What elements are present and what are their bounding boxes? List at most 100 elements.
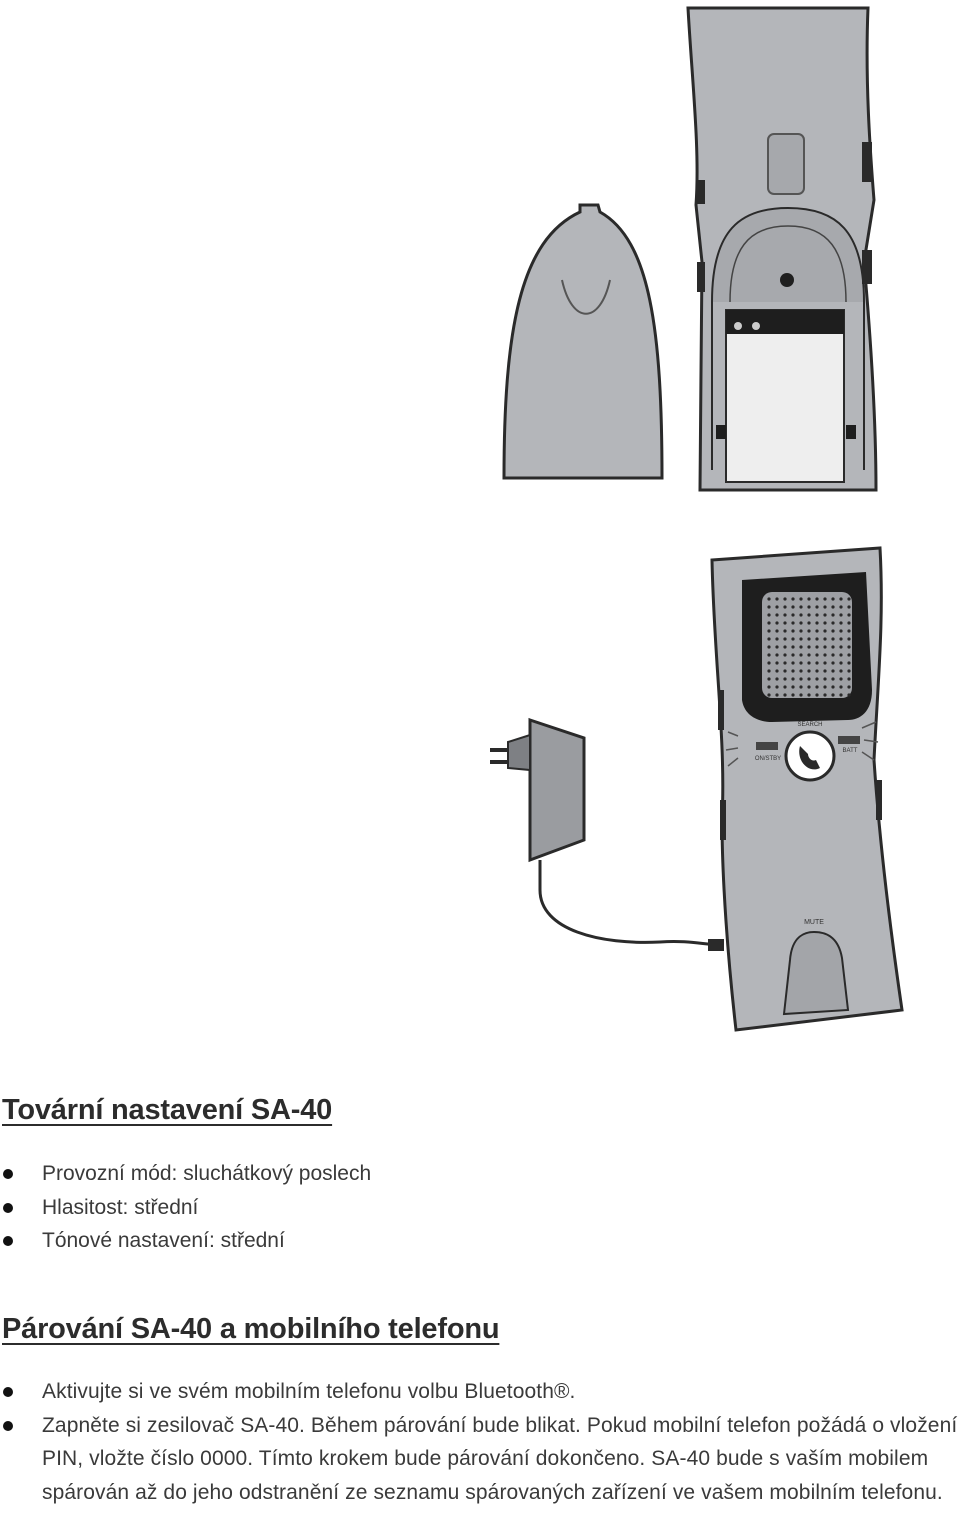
- list-item: Tónové nastavení: střední: [0, 1224, 958, 1258]
- grille-dot: [783, 693, 787, 697]
- grille-dot: [847, 629, 851, 633]
- grille-dot: [823, 637, 827, 641]
- grille-dot: [823, 653, 827, 657]
- grille-dot: [799, 669, 803, 673]
- grille-dot: [783, 597, 787, 601]
- grille-dot: [823, 693, 827, 697]
- grille-dot: [775, 597, 779, 601]
- grille-dot: [791, 613, 795, 617]
- grille-dot: [831, 645, 835, 649]
- grille-dot: [847, 637, 851, 641]
- grille-dot: [791, 605, 795, 609]
- bullet-icon: [3, 1236, 13, 1246]
- grille-dot: [791, 653, 795, 657]
- grille-dot: [807, 621, 811, 625]
- grille-dot: [767, 661, 771, 665]
- device-back-icon: [686, 6, 878, 492]
- grille-dot: [807, 613, 811, 617]
- grille-dot: [823, 645, 827, 649]
- grille-dot: [775, 605, 779, 609]
- grille-dot: [839, 653, 843, 657]
- power-adapter-icon: [490, 717, 724, 951]
- led-left-label: ON/STBY: [755, 756, 781, 762]
- grille-dot: [839, 677, 843, 681]
- grille-dot: [815, 669, 819, 673]
- grille-dot: [767, 685, 771, 689]
- grille-dot: [791, 629, 795, 633]
- grille-dot: [783, 653, 787, 657]
- grille-dot: [815, 653, 819, 657]
- grille-dot: [847, 597, 851, 601]
- grille-dot: [783, 661, 787, 665]
- grille-dot: [823, 629, 827, 633]
- grille-dot: [775, 613, 779, 617]
- grille-dot: [847, 669, 851, 673]
- grille-dot: [847, 685, 851, 689]
- grille-dot: [791, 621, 795, 625]
- grille-dot: [767, 597, 771, 601]
- grille-dot: [823, 669, 827, 673]
- list-item-text: Aktivujte si ve svém mobilním telefonu v…: [42, 1380, 576, 1403]
- grille-dot: [783, 621, 787, 625]
- speaker-label: SEARCH: [797, 722, 822, 728]
- grille-dot: [775, 637, 779, 641]
- grille-dot: [807, 629, 811, 633]
- grille-dot: [775, 653, 779, 657]
- grille-dot: [783, 637, 787, 641]
- grille-dot: [791, 661, 795, 665]
- list-item: Zapněte si zesilovač SA-40. Během párová…: [0, 1409, 958, 1510]
- grille-dot: [799, 661, 803, 665]
- grille-dot: [839, 637, 843, 641]
- grille-dot: [815, 629, 819, 633]
- grille-dot: [815, 613, 819, 617]
- grille-dot: [783, 685, 787, 689]
- grille-dot: [767, 637, 771, 641]
- grille-dot: [767, 621, 771, 625]
- grille-dot: [815, 693, 819, 697]
- grille-dot: [791, 685, 795, 689]
- grille-dot: [799, 613, 803, 617]
- grille-dot: [791, 677, 795, 681]
- bullet-icon: [3, 1202, 13, 1213]
- grille-dot: [807, 693, 811, 697]
- grille-dot: [823, 597, 827, 601]
- grille-dot: [807, 597, 811, 601]
- pairing-steps-list: Aktivujte si ve svém mobilním telefonu v…: [0, 1375, 958, 1509]
- grille-dot: [815, 597, 819, 601]
- bullet-icon: [3, 1169, 13, 1179]
- grille-dot: [847, 613, 851, 617]
- grille-dot: [799, 597, 803, 601]
- grille-dot: [783, 669, 787, 673]
- grille-dot: [799, 637, 803, 641]
- grille-dot: [831, 597, 835, 601]
- battery-cover-icon: [502, 203, 664, 480]
- grille-dot: [839, 645, 843, 649]
- grille-dot: [831, 613, 835, 617]
- grille-dot: [775, 669, 779, 673]
- grille-dot: [775, 693, 779, 697]
- grille-dot: [823, 661, 827, 665]
- grille-dot: [807, 661, 811, 665]
- grille-dot: [791, 637, 795, 641]
- grille-dot: [847, 677, 851, 681]
- grille-dot: [839, 605, 843, 609]
- grille-dot: [823, 677, 827, 681]
- grille-dot: [847, 693, 851, 697]
- pairing-heading: Párování SA-40 a mobilního telefonu: [2, 1313, 500, 1345]
- grille-dot: [791, 693, 795, 697]
- grille-dot: [839, 693, 843, 697]
- list-item: Aktivujte si ve svém mobilním telefonu v…: [0, 1375, 958, 1409]
- grille-dot: [807, 669, 811, 673]
- grille-dot: [775, 629, 779, 633]
- list-item-text: Zapněte si zesilovač SA-40. Během párová…: [42, 1413, 958, 1504]
- phone-button-icon: [799, 746, 820, 770]
- list-item-text: Tónové nastavení: střední: [42, 1229, 285, 1252]
- grille-dot: [807, 653, 811, 657]
- list-item-text: Provozní mód: sluchátkový poslech: [42, 1162, 372, 1185]
- grille-dot: [799, 605, 803, 609]
- grille-dot: [783, 613, 787, 617]
- grille-dot: [831, 661, 835, 665]
- factory-settings-list: Provozní mód: sluchátkový poslech Hlasit…: [0, 1157, 958, 1258]
- grille-dot: [823, 685, 827, 689]
- grille-dot: [839, 669, 843, 673]
